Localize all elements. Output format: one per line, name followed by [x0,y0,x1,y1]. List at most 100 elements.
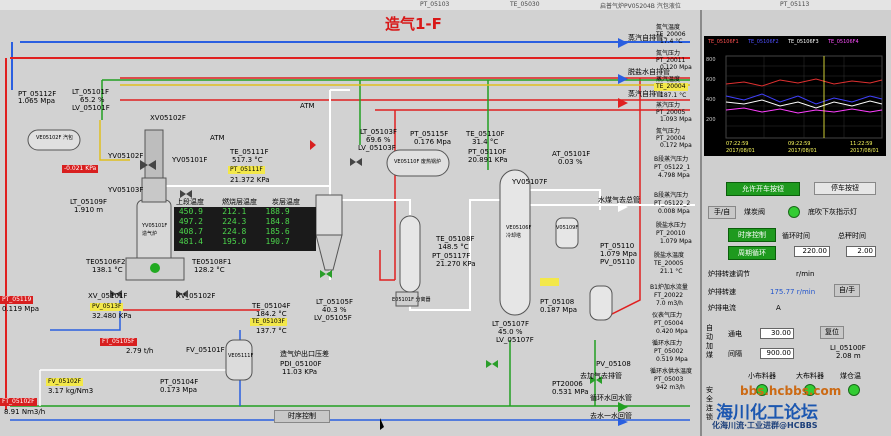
lt-05107f-tag: LT_05107F [492,320,530,328]
vessel-label: V05109F [556,225,579,231]
allow-start-button[interactable]: 允许开车按钮 [726,182,800,196]
pv-0513f-value: 32.480 KPa [92,312,132,320]
small-feeder-indicator-icon [756,384,768,396]
total-cycle-field[interactable]: 2.00 [846,246,876,257]
lt-05101f-value: 65.2 % [80,96,105,104]
stop-button[interactable]: 停车按钮 [814,182,876,195]
label-steam-supply: 去加气去排管 [580,372,622,380]
te-05110f-tag: TE_05110F [466,130,505,138]
total-cycle-label: 总秤时间 [838,232,866,240]
coal-status-label: 底吹下灰指示灯 [808,208,857,216]
pt-05108-label-box [540,278,560,286]
pressure-alarm-tag: -0.021 KPa [62,165,99,173]
pt-05115f-tag: PT_05115F [410,130,449,138]
safety-interlock-label: 安全连锁 [706,386,713,421]
temp-table-row: 497.2 224.3 184.8 [178,217,290,226]
cycle-time-field[interactable]: 220.00 [794,246,830,257]
atm-label: ATM [210,134,225,142]
topbar-item: PT_05113 [780,1,810,8]
pt-05112f-value: 1.065 Mpa [18,97,56,105]
trend-chart [704,36,886,156]
boiler-label: VE05110F 废热锅炉 [394,159,441,165]
param-value: 0.172 Mpa [660,142,692,149]
trend-scale: 200 [706,117,716,123]
temp-table-row: 450.9 212.1 188.9 [178,207,290,216]
topbar-item: PT_05103 [420,1,450,8]
te-05103f-value: 137.7 °C [256,327,287,335]
watermark-sub: 化海川流·工业进群@HCBBS [712,421,818,430]
trend-plot [725,55,883,139]
pv-05108-tag: PV_05108 [596,360,631,368]
pt20006-tag: PT20006 [552,380,583,388]
trend-date-3: 2017/08/01 [850,148,879,154]
te-05111f-value: 517.3 °C [232,156,263,164]
pt-05003-value: 942 m3/h [656,384,685,391]
param-tag: TE_20006 [656,31,686,38]
param-label: 脱盐水温度 [654,252,685,259]
label-nitrogen: 蒸汽自排管 [628,34,663,42]
pdi-05100f-value: 11.03 KPa [282,368,318,376]
param-tag: PT_20004 [656,135,686,142]
pt-05002-label: 循环水压力 [652,340,683,347]
separator-label: E05101F 分离器 [392,297,431,303]
reset-button[interactable]: 复位 [820,326,844,339]
label-steam: 蒸汽自排管 [628,90,663,98]
pt-05115f-value: 0.176 Mpa [414,138,452,146]
pt-05104f-value: 0.173 Mpa [160,386,198,394]
param-value: 4.798 Mpa [658,172,690,179]
te-05104f-tag: TE_05104F [252,302,291,310]
li-05100f-tag: LI_05100F [830,344,866,352]
temp-table-header-2: 燃烧层温度 [222,198,257,206]
yv05103f-tag: YV05103F [108,186,144,194]
boiler-small-label: VE05111F [228,353,254,359]
fan-current-label: 炉排电流 [708,304,736,312]
coal-bin-label: 煤仓温 [840,372,861,380]
cycle-time-label: 循环时间 [782,232,810,240]
lt-05109f-value: 1.910 m [74,206,104,214]
power-on-field[interactable]: 30.00 [760,328,794,339]
param-label: 氮气压力 [656,128,681,135]
lt-05105f-tag: LT_05105F [316,298,354,306]
ft-20022-value: 7.0 m3/h [656,300,683,307]
param-tag: PT_20010 [656,230,686,237]
pt-05004-value: 0.420 Mpa [656,328,688,335]
trend-legend-1: TE_05106F1 [708,39,739,45]
topbar-item: 启普气炉PV05204B 汽包液位 [600,3,681,10]
interval-field[interactable]: 900.00 [760,348,794,359]
cycle-loop-button[interactable]: 周期循环 [728,246,776,260]
lt-05101f-tag: LT_05101F [72,88,110,96]
pt-05108-value: 0.187 Mpa [540,306,578,314]
pt-05117f-value: 21.270 KPa [436,260,476,268]
pv-05110-tag: PV_05110 [600,258,635,266]
temp-table-header-1: 上段温度 [176,198,204,206]
fan-mode-button[interactable]: 自/手 [834,284,860,297]
pipe-network [5,38,695,430]
te05108f1-value: 128.2 °C [194,266,225,274]
sequence-control-button[interactable]: 时序控制 [274,410,330,423]
ft-20022-tag: FT_20022 [654,292,684,299]
param-value: 1.093 Mpa [660,116,692,123]
trend-time-2: 09:22:59 [788,141,811,147]
pdi-05100f-tag: PDI_05100F [280,360,322,368]
label-return-water: 循环水回水管 [590,394,632,402]
timing-control-button[interactable]: 时序控制 [728,228,776,242]
param-label: 蒸汽压力 [656,102,681,109]
pv-0513f-tag: PV_0513F [90,303,124,311]
pt-05004-tag: PT_05004 [654,320,684,327]
coal-bin-indicator-icon [848,384,860,396]
param-value: 0.008 Mpa [658,208,690,215]
pt-05110f-value: 20.891 KPa [468,156,508,164]
trend-legend-4: TE_05106F4 [828,39,859,45]
trend-scale: 600 [706,77,716,83]
lt-05109f-tag: LT_05109F [70,198,108,206]
param-value: 1.079 Mpa [660,238,692,245]
mode-toggle-button[interactable]: 手/自 [708,206,736,219]
trend-date-1: 2017/08/01 [726,148,755,154]
pt-05117f-tag: PT_05117F [432,252,471,260]
interval-label: 间隔 [728,350,742,358]
pt-05003-label: 循环水供水温度 [650,368,693,375]
param-value: 17.4 °C [660,38,683,45]
pt-05119-tag: PT_05119 [0,296,34,304]
param-label: B段蒸汽压力 [654,192,689,199]
